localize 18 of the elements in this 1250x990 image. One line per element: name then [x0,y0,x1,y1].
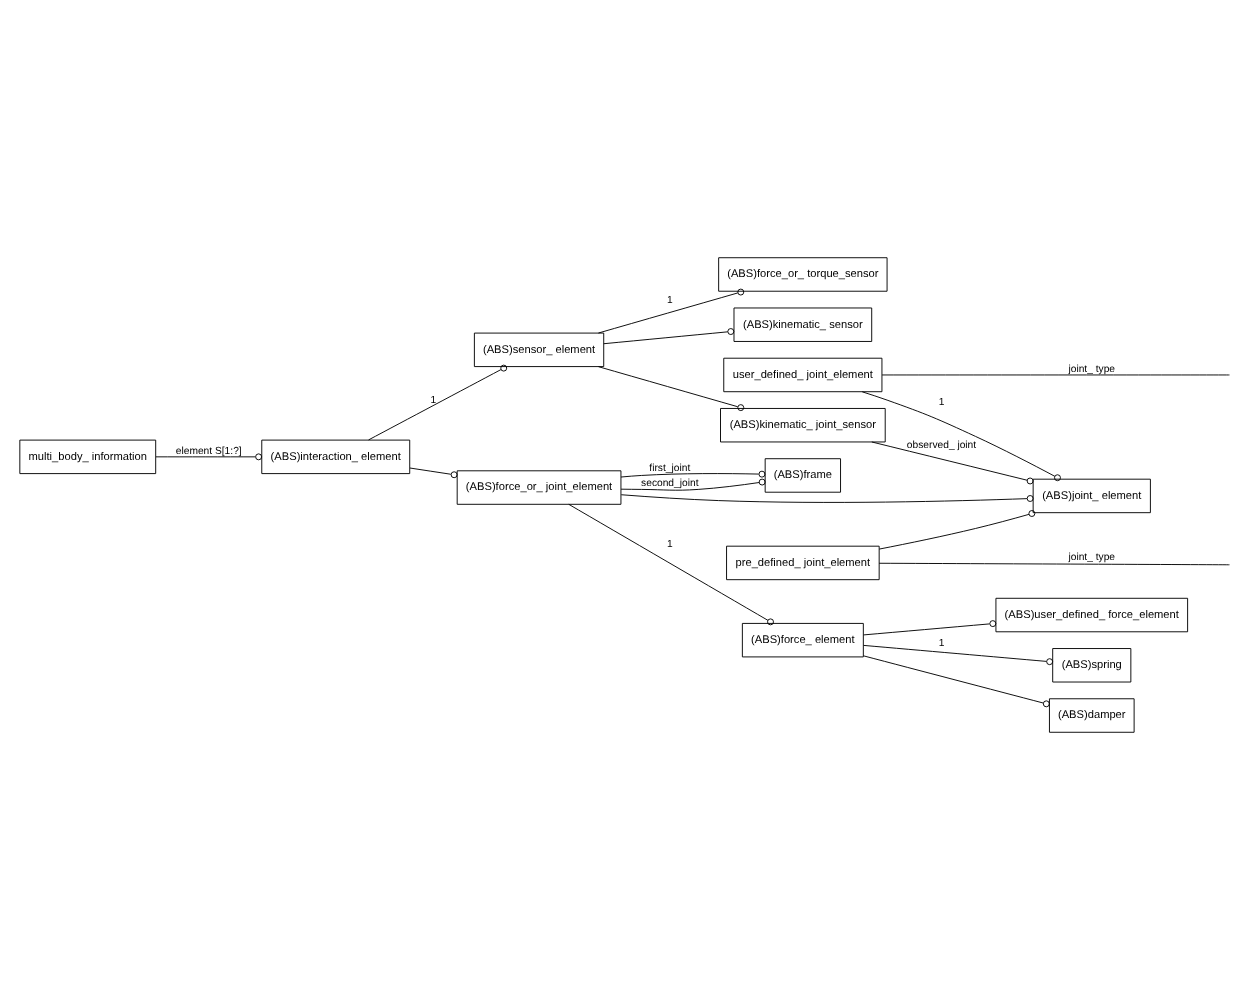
connector [878,562,1230,566]
connector [863,644,1054,666]
connector [568,503,774,626]
connector [863,620,997,636]
connector [368,364,508,441]
connector [620,494,1034,503]
connector [155,453,263,461]
connector [620,470,766,478]
connector [409,467,458,479]
connector [861,391,1061,482]
connector [863,655,1050,708]
connector [881,374,1230,376]
connector [871,441,1034,485]
connector [597,366,745,412]
connector [597,288,745,334]
connector [603,328,735,345]
connector [620,478,766,491]
connector [878,510,1036,550]
